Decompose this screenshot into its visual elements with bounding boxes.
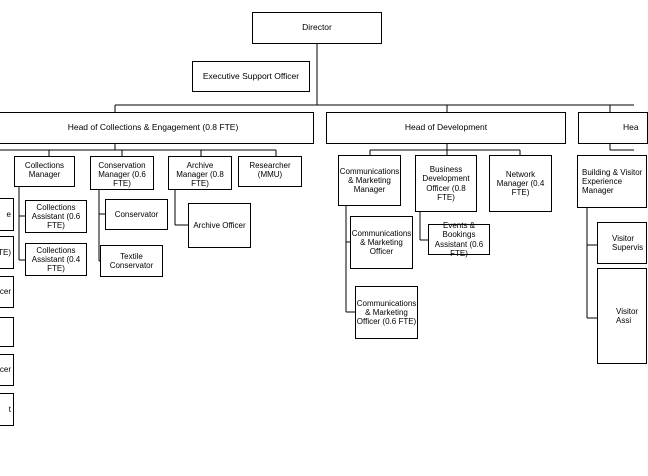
connector-lines xyxy=(0,43,634,319)
left-partial-label-6: t xyxy=(8,404,11,414)
network-manager-box: Network Manager (0.4 FTE) xyxy=(489,155,552,212)
visitor-supervisor-label: Visitor Supervis xyxy=(612,233,644,252)
network-manager-label: Network Manager (0.4 FTE) xyxy=(496,169,545,198)
head-development-box: Head of Development xyxy=(326,112,566,144)
researcher-box: Researcher (MMU) xyxy=(238,156,302,187)
head-third-box: Hea xyxy=(578,112,648,144)
textile-conservator-label: Textile Conservator xyxy=(109,251,154,270)
collections-manager-label: Collections Manager xyxy=(24,161,65,180)
collections-assistant-04-box: Collections Assistant (0.4 FTE) xyxy=(25,243,87,276)
left-partial-box-6: t xyxy=(0,393,14,426)
collections-assistant-06-box: Collections Assistant (0.6 FTE) xyxy=(25,200,87,233)
conservator-box: Conservator xyxy=(105,199,168,230)
left-partial-box-2: TE) xyxy=(0,236,14,269)
researcher-label: Researcher (MMU) xyxy=(249,161,291,180)
comms-officer-box: Communications & Marketing Officer xyxy=(350,216,413,269)
building-manager-box: Building & Visitor Experience Manager xyxy=(577,155,647,208)
head-collections-label: Head of Collections & Engagement (0.8 FT… xyxy=(67,122,239,133)
director-label: Director xyxy=(302,22,332,33)
left-partial-box-5: cer xyxy=(0,354,14,386)
archive-manager-box: Archive Manager (0.8 FTE) xyxy=(168,156,232,190)
left-partial-box-3: cer xyxy=(0,276,14,308)
left-partial-label-1: e xyxy=(6,209,11,219)
collections-manager-box: Collections Manager xyxy=(14,156,75,187)
textile-conservator-box: Textile Conservator xyxy=(100,245,163,277)
head-collections-box: Head of Collections & Engagement (0.8 FT… xyxy=(0,112,314,144)
left-partial-box-4 xyxy=(0,317,14,347)
director-box: Director xyxy=(252,12,382,44)
left-partial-label-5: cer xyxy=(0,365,11,375)
left-partial-label-3: cer xyxy=(0,287,11,297)
exec-support-box: Executive Support Officer xyxy=(192,61,310,92)
events-box: Events & Bookings Assistant (0.6 FTE) xyxy=(428,221,490,258)
left-partial-box-1: e xyxy=(0,198,14,231)
visitor-assistant-box: Visitor Assi xyxy=(597,268,647,364)
conservator-label: Conservator xyxy=(114,209,159,219)
collections-assistant-06-label: Collections Assistant (0.6 FTE) xyxy=(31,202,81,231)
collections-assistant-04-label: Collections Assistant (0.4 FTE) xyxy=(31,245,81,274)
head-development-label: Head of Development xyxy=(404,122,488,133)
conservation-manager-label: Conservation Manager (0.6 FTE) xyxy=(98,161,146,189)
visitor-assistant-label: Visitor Assi xyxy=(616,306,639,325)
comms-officer-06-label: Communications & Marketing Officer (0.6 … xyxy=(356,298,417,327)
left-partial-label-2: TE) xyxy=(0,247,11,257)
archive-officer-box: Archive Officer xyxy=(188,203,251,248)
exec-support-label: Executive Support Officer xyxy=(202,70,300,81)
archive-officer-label: Archive Officer xyxy=(193,220,246,230)
comms-manager-label: Communications & Marketing Manager xyxy=(339,166,400,195)
bdo-label: Business Development Officer (0.8 FTE) xyxy=(422,165,470,202)
comms-officer-label: Communications & Marketing Officer xyxy=(351,228,412,257)
comms-manager-box: Communications & Marketing Manager xyxy=(338,155,401,206)
comms-officer-06-box: Communications & Marketing Officer (0.6 … xyxy=(355,286,418,339)
visitor-supervisor-box: Visitor Supervis xyxy=(597,222,647,264)
org-chart: Director Executive Support Officer Head … xyxy=(0,12,648,426)
conservation-manager-box: Conservation Manager (0.6 FTE) xyxy=(90,156,154,190)
events-label: Events & Bookings Assistant (0.6 FTE) xyxy=(434,221,484,258)
archive-manager-label: Archive Manager (0.8 FTE) xyxy=(176,161,224,189)
building-manager-label: Building & Visitor Experience Manager xyxy=(582,167,643,196)
head-third-label: Hea xyxy=(623,122,639,133)
bdo-box: Business Development Officer (0.8 FTE) xyxy=(415,155,477,212)
